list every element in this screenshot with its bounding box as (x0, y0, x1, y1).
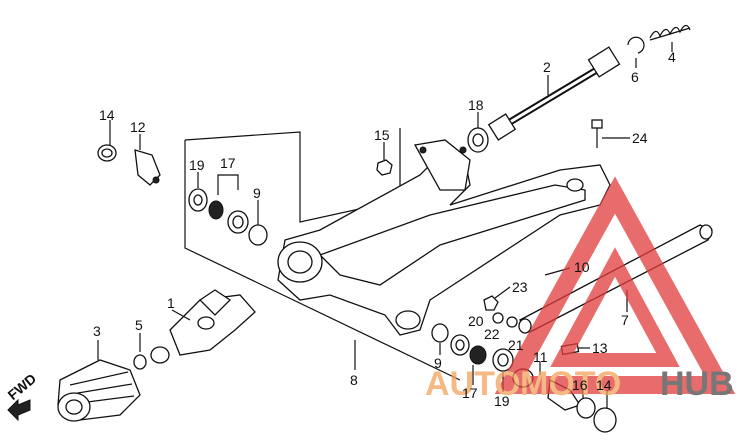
callout-24: 24 (632, 130, 648, 146)
callout-17-left: 17 (220, 155, 236, 171)
callout-5: 5 (135, 317, 143, 333)
watermark-logo: AUTO MOTO HUB (425, 176, 736, 403)
cap-14-and-pivot-12 (97, 144, 161, 186)
callout-10: 10 (574, 259, 590, 275)
callout-19-left: 19 (189, 157, 205, 173)
callout-11: 11 (533, 349, 548, 365)
spring (649, 24, 691, 41)
swing-arm (277, 139, 611, 336)
callout-14-right: 14 (596, 377, 612, 393)
callout-19-right: 19 (494, 393, 510, 409)
callout-23: 23 (512, 279, 528, 295)
watermark-hub: HUB (660, 365, 734, 403)
callout-18: 18 (468, 97, 484, 113)
callout-1: 1 (167, 295, 175, 311)
callout-14-left: 14 (99, 107, 115, 123)
callout-7: 7 (621, 312, 629, 328)
left-pivot-parts (188, 188, 268, 246)
oil-seal-18 (467, 127, 489, 153)
callout-12: 12 (130, 119, 146, 135)
group-8-bracket (184, 128, 461, 381)
callout-9-right: 9 (434, 355, 442, 371)
callout-21: 21 (508, 337, 524, 353)
callout-labels: 1 2 3 4 5 6 7 8 9 9 10 11 12 13 14 14 15… (4, 49, 676, 409)
drive-shaft (487, 46, 621, 141)
watermark-moto: MOTO (520, 365, 621, 403)
callout-22: 22 (484, 326, 500, 342)
callout-2: 2 (543, 59, 551, 75)
callout-6: 6 (631, 69, 639, 85)
boot (57, 359, 141, 422)
watermark-auto: AUTO (425, 365, 521, 403)
fwd-arrow (7, 398, 31, 422)
universal-joint (150, 289, 256, 364)
callout-13: 13 (592, 340, 608, 356)
watermark-triangle-icon (494, 176, 736, 394)
nut-15 (376, 159, 393, 176)
callout-16: 16 (572, 377, 588, 393)
bolt-24 (591, 119, 603, 148)
callout-9-left: 9 (253, 185, 261, 201)
circlip (627, 36, 645, 54)
circlip-5 (133, 354, 147, 370)
callout-3: 3 (93, 323, 101, 339)
callout-15: 15 (374, 127, 390, 143)
callout-8: 8 (350, 372, 358, 388)
fwd-label: FWD (4, 370, 39, 403)
callout-17-right: 17 (462, 385, 478, 401)
callout-4: 4 (668, 49, 676, 65)
callout-20: 20 (468, 313, 484, 329)
watermark-inner-triangle-icon (550, 247, 680, 367)
